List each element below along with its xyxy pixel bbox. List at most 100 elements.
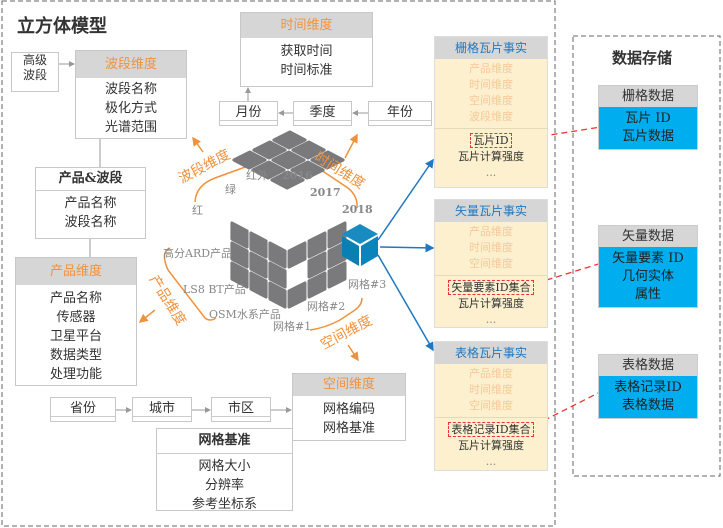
- item: 网格大小: [198, 459, 251, 474]
- item: 波段名称: [104, 82, 157, 97]
- fact-dim: 空间维度: [469, 399, 513, 412]
- time-dimension-box: 时间维度 获取时间时间标准: [240, 12, 373, 87]
- fact-dim: 时间维度: [469, 78, 513, 91]
- space-value: 网格#2: [307, 300, 346, 313]
- fact-measure: 瓦片计算强度: [458, 297, 524, 310]
- fact-more: ...: [485, 313, 497, 326]
- band-level-box: 高级 波段: [11, 52, 59, 92]
- vector-tile-fact: 矢量瓦片事实 产品维度时间维度空间维度 矢量要素ID集合瓦片计算强度...: [434, 199, 548, 328]
- raster-store: 栅格数据 瓦片 ID 瓦片数据: [598, 85, 698, 150]
- fact-key: 表格记录ID集合: [448, 422, 534, 437]
- product-dimension-title: 产品维度: [16, 258, 136, 285]
- small-cube-icon: [342, 224, 378, 266]
- store-item: 瓦片 ID: [625, 111, 671, 126]
- store-item: 表格数据: [621, 398, 674, 413]
- cube-tile: [249, 231, 268, 259]
- product-dimension-box: 产品维度 产品名称传感器卫星平台数据类型处理功能: [15, 257, 137, 386]
- fact-more: ...: [485, 166, 497, 179]
- time-value: 2016: [282, 169, 313, 182]
- space-dimension-title: 空间维度: [293, 374, 405, 396]
- cube-tile: [249, 271, 268, 299]
- cube-tile: [232, 150, 267, 170]
- cube-tile: [307, 271, 327, 299]
- space-dimension-box: 空间维度 网格编码网格基准: [292, 373, 406, 441]
- item: 传感器: [56, 310, 96, 325]
- cube-tile: [287, 241, 307, 269]
- time-value: 2018: [342, 203, 373, 216]
- fact-dim: 产品维度: [469, 367, 513, 380]
- storage-title: 数据存储: [612, 49, 673, 67]
- item: 产品名称: [64, 196, 117, 211]
- item: 网格基准: [322, 421, 375, 436]
- time-value: 2017: [310, 186, 341, 199]
- store-title: 栅格数据: [599, 86, 697, 107]
- fact-more: ...: [485, 455, 497, 468]
- cube-tile: [268, 241, 287, 269]
- item: 分辨率: [204, 478, 244, 493]
- item: 波段名称: [64, 215, 117, 230]
- band-value: 绿: [225, 183, 236, 196]
- fact-title: 矢量瓦片事实: [435, 200, 547, 222]
- product-value: OSM水系产品: [209, 308, 281, 321]
- grid-reference-title: 网格基准: [157, 429, 292, 454]
- item: 光谱范围: [104, 120, 157, 135]
- item: 处理功能: [49, 367, 102, 382]
- store-item: 几何实体: [621, 269, 674, 284]
- quarter-level: 季度: [293, 101, 352, 126]
- cube-tile: [268, 261, 287, 289]
- cube-tile: [249, 251, 268, 279]
- cube-tile: [272, 130, 307, 150]
- band-dimension-title: 波段维度: [76, 51, 186, 78]
- item: 时间标准: [280, 63, 333, 78]
- cube-tile: [268, 281, 287, 309]
- store-item: 矢量要素 ID: [612, 251, 684, 266]
- fact-title: 栅格瓦片事实: [435, 37, 547, 59]
- cube-tile: [230, 261, 249, 289]
- item: 参考坐标系: [191, 497, 257, 512]
- cube-tile: [310, 150, 345, 170]
- fact-key: 瓦片ID: [470, 133, 512, 148]
- store-item: 瓦片数据: [621, 129, 674, 144]
- year-level: 年份: [368, 101, 432, 126]
- table-tile-fact: 表格瓦片事实 产品维度时间维度空间维度 表格记录ID集合瓦片计算强度...: [434, 341, 548, 471]
- fact-dim: 产品维度: [469, 225, 513, 238]
- cube-tile: [230, 241, 249, 269]
- month-level: 月份: [219, 101, 278, 126]
- space-value: 网格#3: [348, 278, 387, 291]
- band-dimension-box: 波段维度 波段名称极化方式光谱范围: [75, 50, 187, 139]
- item: 获取时间: [280, 44, 333, 59]
- cube-tile: [271, 150, 306, 170]
- fact-measure: 瓦片计算强度: [458, 150, 524, 163]
- district-level: 市区: [211, 397, 271, 422]
- data-cube-icon: [230, 130, 347, 309]
- fact-dim: 空间维度: [469, 257, 513, 270]
- item: 产品名称: [49, 291, 102, 306]
- cube-tile: [327, 261, 347, 289]
- band-value: 红: [192, 204, 203, 217]
- time-dimension-title: 时间维度: [241, 13, 372, 38]
- space-value: 网格#1: [273, 320, 312, 333]
- store-item: 表格记录ID: [614, 380, 682, 395]
- product-band-box: 产品&波段 产品名称波段名称: [35, 167, 146, 239]
- item: 卫星平台: [49, 329, 102, 344]
- cube-tile: [251, 160, 286, 180]
- cube-model-frame: [1, 0, 556, 527]
- province-level: 省份: [50, 397, 116, 422]
- product-band-title: 产品&波段: [36, 168, 145, 191]
- product-value: 高分ARD产品: [163, 247, 233, 260]
- product-value: LS8 BT产品: [183, 283, 246, 296]
- grid-reference-box: 网格基准 网格大小分辨率参考坐标系: [156, 428, 293, 512]
- fact-dim: 时间维度: [469, 383, 513, 396]
- cube-tile: [307, 251, 327, 279]
- store-title: 表格数据: [599, 355, 697, 376]
- cube-tile: [307, 231, 327, 259]
- cube-tile: [287, 281, 307, 309]
- cube-tile: [270, 170, 305, 190]
- fact-key: 矢量要素ID集合: [448, 280, 534, 295]
- cube-tile: [290, 160, 325, 180]
- city-level: 城市: [132, 397, 192, 422]
- band-value: 红外: [246, 169, 268, 182]
